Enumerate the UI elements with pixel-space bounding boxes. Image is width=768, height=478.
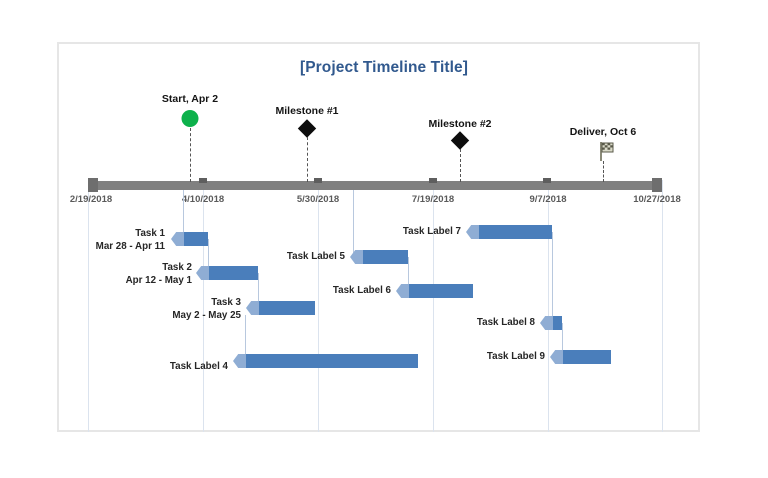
task-drop-line <box>183 190 184 234</box>
task-label: Task Label 6 <box>332 285 391 296</box>
task-dates: Mar 28 - Apr 11 <box>95 241 165 252</box>
gridline <box>662 180 663 432</box>
task-bar-head <box>246 301 259 315</box>
task-bar-head <box>550 350 563 364</box>
milestone-stem <box>460 149 461 182</box>
task-connector <box>258 273 259 303</box>
task-bar-head <box>171 232 184 246</box>
milestone-stem <box>190 128 191 182</box>
axis-tick <box>429 178 437 183</box>
task-connector <box>552 232 553 317</box>
milestone-label-1: Milestone #1 <box>275 105 339 117</box>
task-label: Task Label 8 <box>476 317 535 328</box>
task-bar-head <box>540 316 553 330</box>
task-bar[interactable] <box>184 232 208 246</box>
task-bar[interactable] <box>259 301 315 315</box>
task-label: Task Label 7 <box>402 226 461 237</box>
task-bar[interactable] <box>409 284 473 298</box>
task-label: Task Label 9 <box>486 351 545 362</box>
axis-start-cap <box>88 178 98 192</box>
gridline <box>318 180 319 432</box>
task-label: Task 1 <box>135 228 165 239</box>
task-dates: Apr 12 - May 1 <box>125 275 192 286</box>
task-bar[interactable] <box>209 266 258 280</box>
task-connector <box>208 239 209 268</box>
axis-tick-label: 5/30/2018 <box>296 194 340 205</box>
axis-tick <box>314 178 322 183</box>
milestone-label-start: Start, Apr 2 <box>161 93 219 105</box>
task-bar[interactable] <box>246 354 418 368</box>
task-bar-head <box>350 250 363 264</box>
milestone-label-deliver: Deliver, Oct 6 <box>569 126 637 138</box>
timeline-axis <box>88 181 662 190</box>
task-label: Task 3 <box>211 297 241 308</box>
task-dates: May 2 - May 25 <box>172 310 241 321</box>
task-label: Task Label 4 <box>169 361 228 372</box>
task-bar-head <box>196 266 209 280</box>
axis-tick-label: 2/19/2018 <box>69 194 113 205</box>
axis-tick-label: 9/7/2018 <box>529 194 567 205</box>
task-bar-head <box>233 354 246 368</box>
task-label: Task Label 5 <box>286 251 345 262</box>
task-bar[interactable] <box>563 350 611 364</box>
milestone-label-2: Milestone #2 <box>428 118 492 130</box>
task-connector <box>408 257 409 285</box>
axis-tick-label: 4/10/2018 <box>181 194 225 205</box>
task-bar[interactable] <box>479 225 552 239</box>
axis-tick <box>543 178 551 183</box>
task-label: Task 2 <box>162 262 192 273</box>
milestone-stem <box>307 137 308 182</box>
axis-tick-label: 7/19/2018 <box>411 194 455 205</box>
task-connector <box>562 323 563 351</box>
task-bar-head <box>466 225 479 239</box>
task-bar-head <box>396 284 409 298</box>
milestone-stem <box>603 161 604 182</box>
axis-end-cap <box>652 178 662 192</box>
task-bar[interactable] <box>363 250 408 264</box>
gridline <box>88 180 89 432</box>
axis-tick <box>199 178 207 183</box>
task-drop-line <box>353 190 354 254</box>
start-circle-icon <box>181 110 199 127</box>
task-bar[interactable] <box>553 316 562 330</box>
gridline <box>433 180 434 432</box>
flag-icon <box>592 141 614 168</box>
page-title: [Project Timeline Title] <box>299 59 469 76</box>
axis-tick-label: 10/27/2018 <box>633 194 681 205</box>
gridline <box>548 180 549 432</box>
task-drop-line <box>245 315 246 355</box>
gridline <box>203 180 204 432</box>
